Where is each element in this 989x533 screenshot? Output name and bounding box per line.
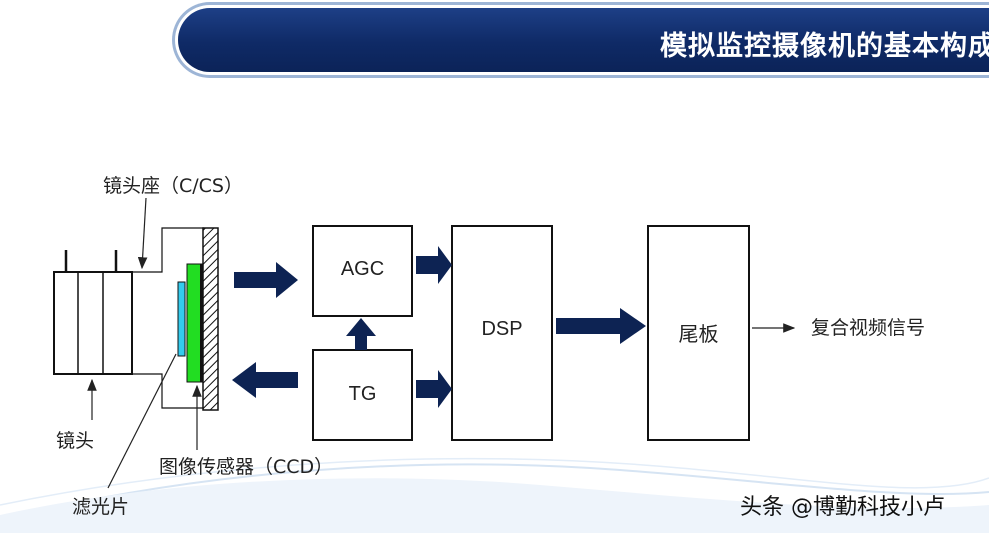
ccd-sensor bbox=[186, 263, 203, 383]
dsp-label: DSP bbox=[481, 318, 523, 340]
lens bbox=[53, 250, 133, 375]
title-bar: 模拟监控摄像机的基本构成 bbox=[178, 8, 989, 72]
sensor-label: 图像传感器（CCD） bbox=[159, 456, 334, 478]
tg-to-agc-arrow bbox=[346, 318, 376, 350]
lens-label: 镜头 bbox=[56, 430, 95, 452]
watermark: 头条 @博勤科技小卢 bbox=[740, 495, 945, 520]
agc-label: AGC bbox=[340, 258, 385, 280]
slide-title: 模拟监控摄像机的基本构成 bbox=[660, 31, 989, 62]
output-label: 复合视频信号 bbox=[811, 317, 926, 339]
lens-mount-pointer bbox=[137, 197, 148, 270]
tail-board-block bbox=[647, 225, 750, 441]
tg-to-dsp-arrow bbox=[416, 370, 452, 408]
tail-board-label: 尾板 bbox=[678, 324, 719, 346]
lens-mount-label: 镜头座（C/CS） bbox=[103, 175, 243, 197]
agc-block bbox=[312, 225, 413, 317]
dsp-block bbox=[451, 225, 553, 441]
sensor-backplate bbox=[200, 264, 203, 382]
sensor-to-agc-arrow bbox=[234, 262, 298, 298]
agc-to-dsp-arrow bbox=[416, 246, 452, 284]
tg-label: TG bbox=[348, 383, 377, 405]
tg-block bbox=[312, 349, 413, 441]
filter bbox=[177, 281, 186, 357]
lens-mount bbox=[132, 227, 219, 411]
filter-pointer bbox=[107, 353, 177, 489]
tg-to-sensor-arrow bbox=[232, 362, 298, 398]
filter-label: 滤光片 bbox=[72, 496, 130, 518]
dsp-to-tail-arrow bbox=[556, 308, 646, 344]
